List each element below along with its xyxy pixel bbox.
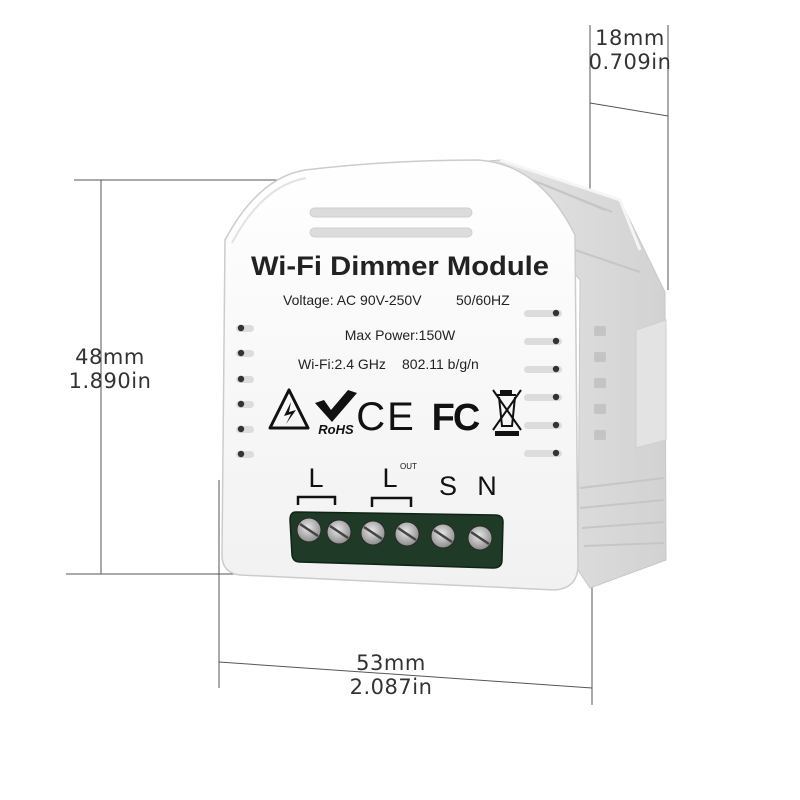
electric-hazard-icon: [268, 388, 310, 430]
housing-side: [473, 158, 667, 589]
width-dimension-label: 53mm 2.087in: [331, 651, 451, 699]
rohs-check-icon: RoHS: [315, 390, 357, 437]
frequency-text: 50/60HZ: [456, 292, 510, 308]
top-vents: [309, 207, 473, 238]
terminal-screw: [394, 521, 420, 547]
terminal-screw: [467, 525, 493, 551]
dimension-lines: [66, 25, 669, 705]
terminal-screw: [360, 520, 386, 546]
terminal-screw: [326, 519, 352, 545]
terminal-screw: [296, 517, 322, 543]
terminal-block: [289, 511, 504, 569]
height-mm: 48mm: [75, 345, 145, 369]
voltage-text: Voltage: AC 90V-250V: [283, 292, 422, 308]
fcc-mark: FC: [432, 397, 480, 439]
product-title: Wi-Fi Dimmer Module: [251, 251, 549, 281]
terminal-label-l-in: L: [308, 463, 323, 493]
max-power-text: Max Power:150W: [345, 327, 456, 343]
terminal-label-out: OUT: [400, 462, 417, 471]
terminal-label-n: N: [477, 471, 497, 501]
width-mm: 53mm: [356, 651, 426, 675]
ce-mark: CE: [356, 395, 416, 439]
wifi-standard-text: 802.11 b/g/n: [402, 356, 479, 372]
terminal-screws: [296, 517, 493, 551]
printed-label: Wi-Fi Dimmer Module Voltage: AC 90V-250V…: [251, 251, 549, 372]
housing-front: [221, 159, 579, 591]
weee-bin-icon: [492, 389, 522, 436]
certification-marks: RoHS CE FC: [268, 388, 522, 439]
wifi-text: Wi-Fi:2.4 GHz: [298, 356, 386, 372]
terminal-labels: L L OUT S N: [296, 462, 497, 507]
height-in: 1.890in: [68, 369, 152, 393]
width-in: 2.087in: [349, 675, 433, 699]
depth-mm: 18mm: [595, 26, 665, 50]
terminal-label-s: S: [439, 471, 457, 501]
right-vent-dots: [524, 309, 562, 457]
terminal-screw: [430, 523, 456, 549]
terminal-label-l-out: L: [382, 463, 397, 493]
rohs-text: RoHS: [318, 422, 354, 437]
depth-in: 0.709in: [588, 50, 672, 74]
depth-dimension-label: 18mm 0.709in: [570, 26, 690, 74]
height-dimension-label: 48mm 1.890in: [50, 345, 170, 393]
left-vent-dots: [236, 324, 254, 458]
